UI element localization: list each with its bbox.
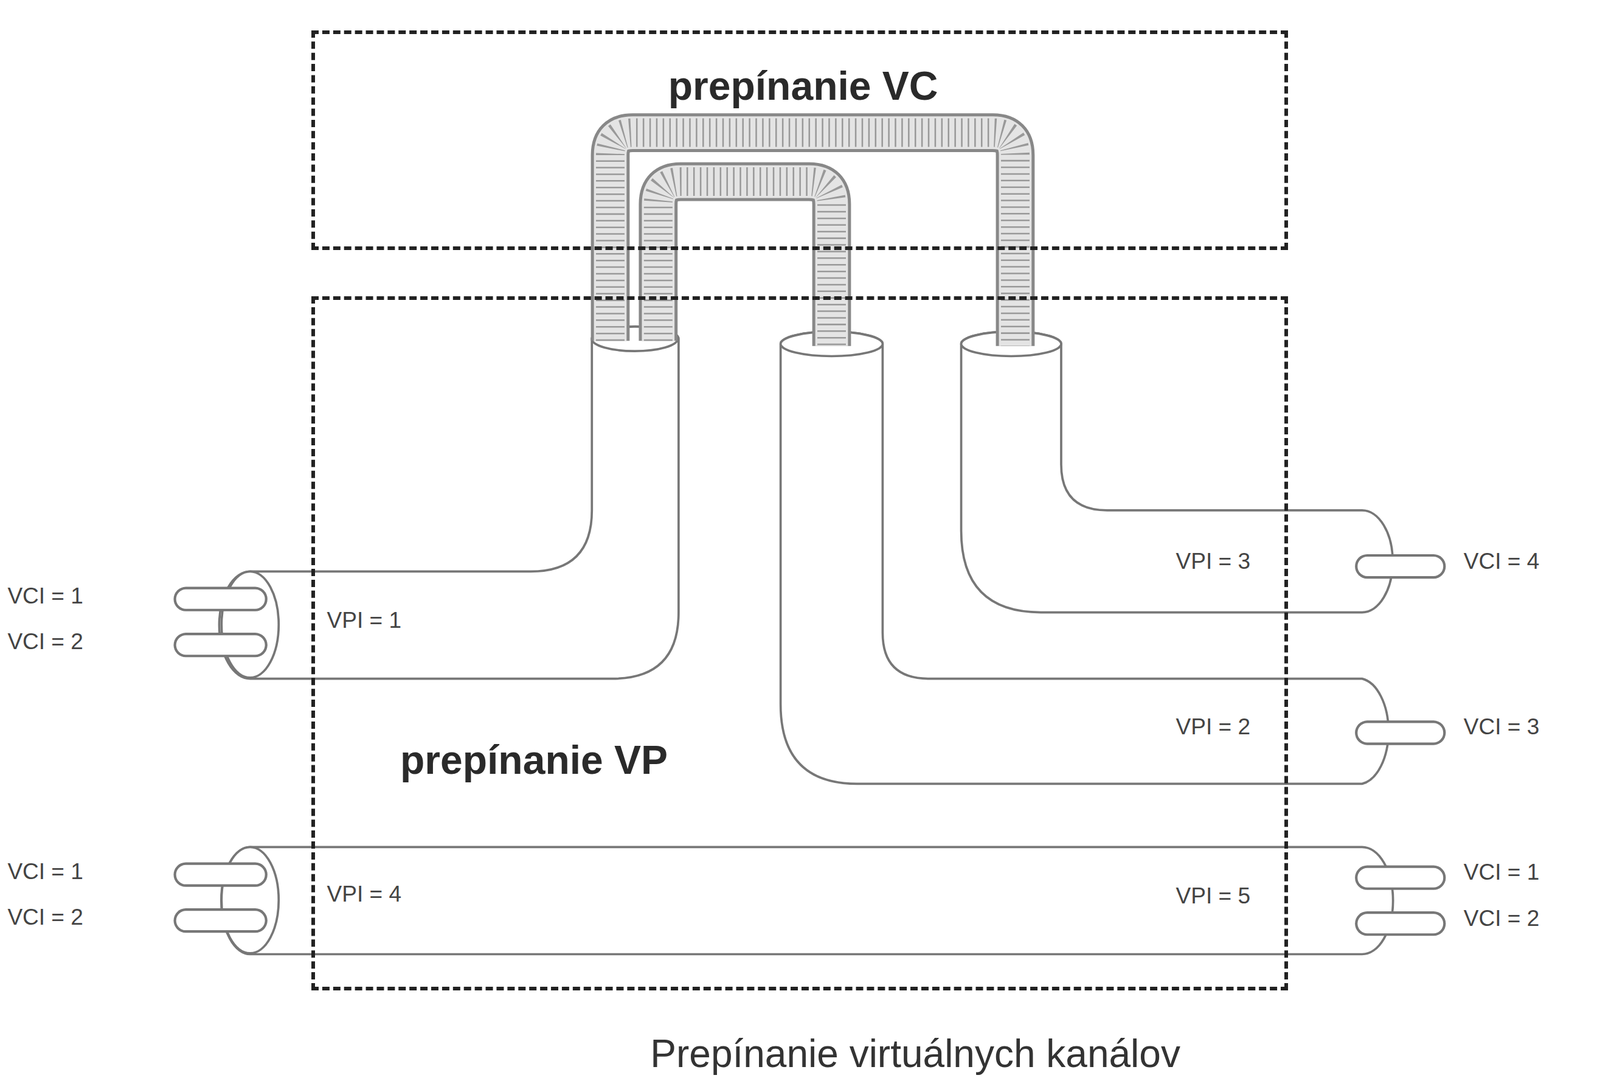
identifier-label: VCI = 2 xyxy=(4,629,86,655)
vp-tube xyxy=(961,331,1394,612)
identifier-label: VCI = 4 xyxy=(1461,549,1542,575)
identifier-label: VCI = 2 xyxy=(4,904,86,930)
switching-region: prepínanie VP xyxy=(311,296,1289,991)
vp-tube xyxy=(221,846,1394,954)
region-title: prepínanie VP xyxy=(396,736,672,783)
identifier-label: VPI = 2 xyxy=(1173,714,1253,740)
identifier-label: VPI = 1 xyxy=(324,608,404,634)
identifier-label: VCI = 1 xyxy=(4,859,86,885)
switching-region: prepínanie VC xyxy=(311,30,1289,250)
identifier-label: VCI = 3 xyxy=(1461,714,1542,740)
identifier-label: VPI = 4 xyxy=(324,881,404,907)
identifier-label: VPI = 5 xyxy=(1173,883,1253,909)
region-title: prepínanie VC xyxy=(664,62,942,109)
figure-caption: Prepínanie virtuálnych kanálov xyxy=(650,1030,1181,1076)
identifier-label: VCI = 1 xyxy=(1461,859,1542,885)
vp-tube xyxy=(780,331,1389,784)
identifier-label: VCI = 1 xyxy=(4,583,86,609)
identifier-label: VPI = 3 xyxy=(1173,549,1253,575)
vp-tube xyxy=(218,326,679,679)
identifier-label: VCI = 2 xyxy=(1461,906,1542,932)
